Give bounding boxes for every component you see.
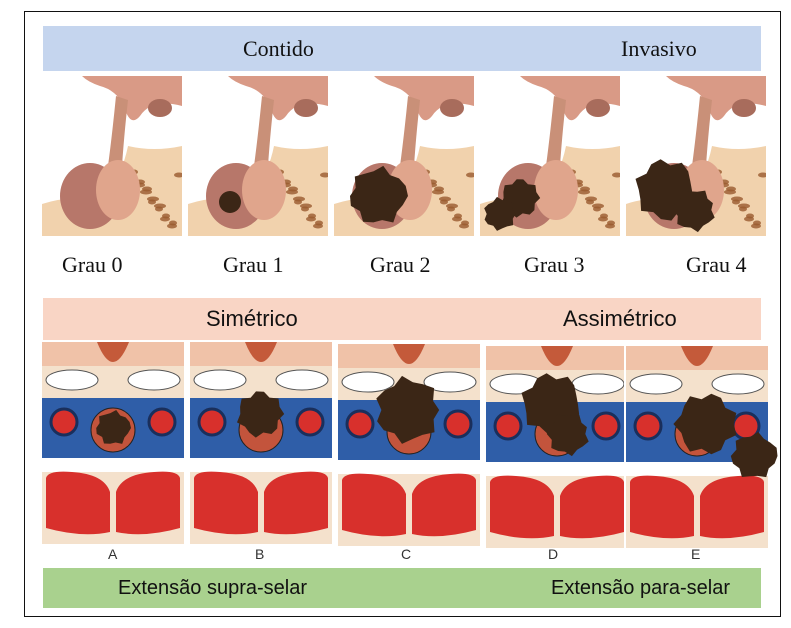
sphenoid-sinus-left <box>342 474 406 537</box>
bone-speckle <box>306 217 316 222</box>
panel-letter-c: C <box>401 546 411 562</box>
pituitary-stalk <box>254 96 274 166</box>
grade-2-illustration <box>334 76 474 241</box>
mammillary-body <box>586 99 610 117</box>
coronal-e-illustration <box>626 346 784 553</box>
grade-1-illustration <box>188 76 328 241</box>
bone-speckle <box>459 224 469 229</box>
optic-nerve-right <box>712 374 764 394</box>
sellar-floor <box>42 458 184 472</box>
tumor <box>219 191 241 213</box>
posterior-pituitary <box>96 160 140 220</box>
coronal-a-illustration <box>42 342 184 549</box>
bone-speckle <box>447 207 455 212</box>
bone-speckle <box>160 217 170 222</box>
mammillary-body <box>148 99 172 117</box>
sphenoid-sinus-left <box>194 472 258 535</box>
optic-nerve-left <box>342 372 394 392</box>
grade-4-label: Grau 4 <box>686 252 746 278</box>
carotid-right <box>593 413 619 439</box>
bone-speckle <box>294 200 302 205</box>
carotid-right <box>149 409 175 435</box>
carotid-left <box>51 409 77 435</box>
sphenoid-sinus-right <box>116 472 180 535</box>
symmetric-asymmetric-header: Simétrico Assimétrico <box>43 298 761 340</box>
contained-invasive-header: Contido Invasivo <box>43 26 761 71</box>
mammillary-body <box>440 99 464 117</box>
bone-speckle <box>140 190 152 195</box>
optic-nerve-right <box>128 370 180 390</box>
carotid-right <box>445 411 471 437</box>
sphenoid-sinus-left <box>630 476 694 539</box>
bone-speckle <box>301 207 309 212</box>
sphenoid-sinus-left <box>490 476 554 539</box>
parasellar-label: Extensão para-selar <box>551 577 730 600</box>
grade-0-illustration <box>42 76 182 241</box>
bone-speckle <box>586 200 594 205</box>
coronal-b-illustration <box>190 342 332 549</box>
symmetric-label: Simétrico <box>206 306 298 332</box>
bone-speckle <box>739 207 747 212</box>
bone-speckle <box>751 224 761 229</box>
bone-speckle <box>155 207 163 212</box>
panel-letter-e: E <box>691 546 700 562</box>
optic-nerve-right <box>572 374 624 394</box>
bone-speckle <box>440 200 448 205</box>
coronal-d-illustration <box>486 346 624 553</box>
bone-speckle <box>148 200 156 205</box>
sellar-floor <box>486 462 624 476</box>
optic-nerve-left <box>630 374 682 394</box>
coronal-c-illustration <box>338 344 480 551</box>
bone-speckle <box>452 217 462 222</box>
suprasellar-label: Extensão supra-selar <box>118 577 307 600</box>
posterior-pituitary <box>242 160 286 220</box>
bone-speckle <box>432 190 444 195</box>
grade-0-label: Grau 0 <box>62 252 122 278</box>
bone-speckle <box>286 190 298 195</box>
carotid-left <box>347 411 373 437</box>
bone-speckle <box>167 224 177 229</box>
invasive-label: Invasivo <box>621 36 697 62</box>
sphenoid-sinus-right <box>264 472 328 535</box>
sphenoid-sinus-right <box>560 476 624 539</box>
carotid-left <box>199 409 225 435</box>
sphenoid-sinus-left <box>46 472 110 535</box>
bone-speckle <box>744 217 754 222</box>
pituitary-stalk <box>546 96 566 166</box>
bone-speckle <box>313 224 323 229</box>
bone-speckle <box>593 207 601 212</box>
panel-letter-d: D <box>548 546 558 562</box>
contained-label: Contido <box>243 36 314 62</box>
grade-3-illustration <box>480 76 620 241</box>
bone-speckle <box>732 200 740 205</box>
posterior-pituitary <box>534 160 578 220</box>
sphenoid-sinus-right <box>412 474 476 537</box>
grade-3-label: Grau 3 <box>524 252 584 278</box>
optic-nerve-left <box>194 370 246 390</box>
extension-footer: Extensão supra-selar Extensão para-selar <box>43 568 761 608</box>
grade-2-label: Grau 2 <box>370 252 430 278</box>
pituitary-stalk <box>400 96 420 166</box>
bone-speckle <box>578 190 590 195</box>
asymmetric-label: Assimétrico <box>563 306 677 332</box>
optic-nerve-left <box>46 370 98 390</box>
panel-letter-a: A <box>108 546 117 562</box>
sellar-floor <box>338 460 480 474</box>
mammillary-body <box>294 99 318 117</box>
bone-speckle <box>724 190 736 195</box>
pituitary-stalk <box>692 96 712 166</box>
bone-speckle <box>598 217 608 222</box>
grade-4-illustration <box>626 76 766 241</box>
optic-nerve-right <box>276 370 328 390</box>
carotid-right <box>297 409 323 435</box>
carotid-left <box>635 413 661 439</box>
mammillary-body <box>732 99 756 117</box>
bone-speckle <box>605 224 615 229</box>
pituitary-stalk <box>108 96 128 166</box>
grade-1-label: Grau 1 <box>223 252 283 278</box>
panel-letter-b: B <box>255 546 264 562</box>
carotid-left <box>495 413 521 439</box>
sellar-floor <box>190 458 332 472</box>
sphenoid-sinus-right <box>700 476 764 539</box>
